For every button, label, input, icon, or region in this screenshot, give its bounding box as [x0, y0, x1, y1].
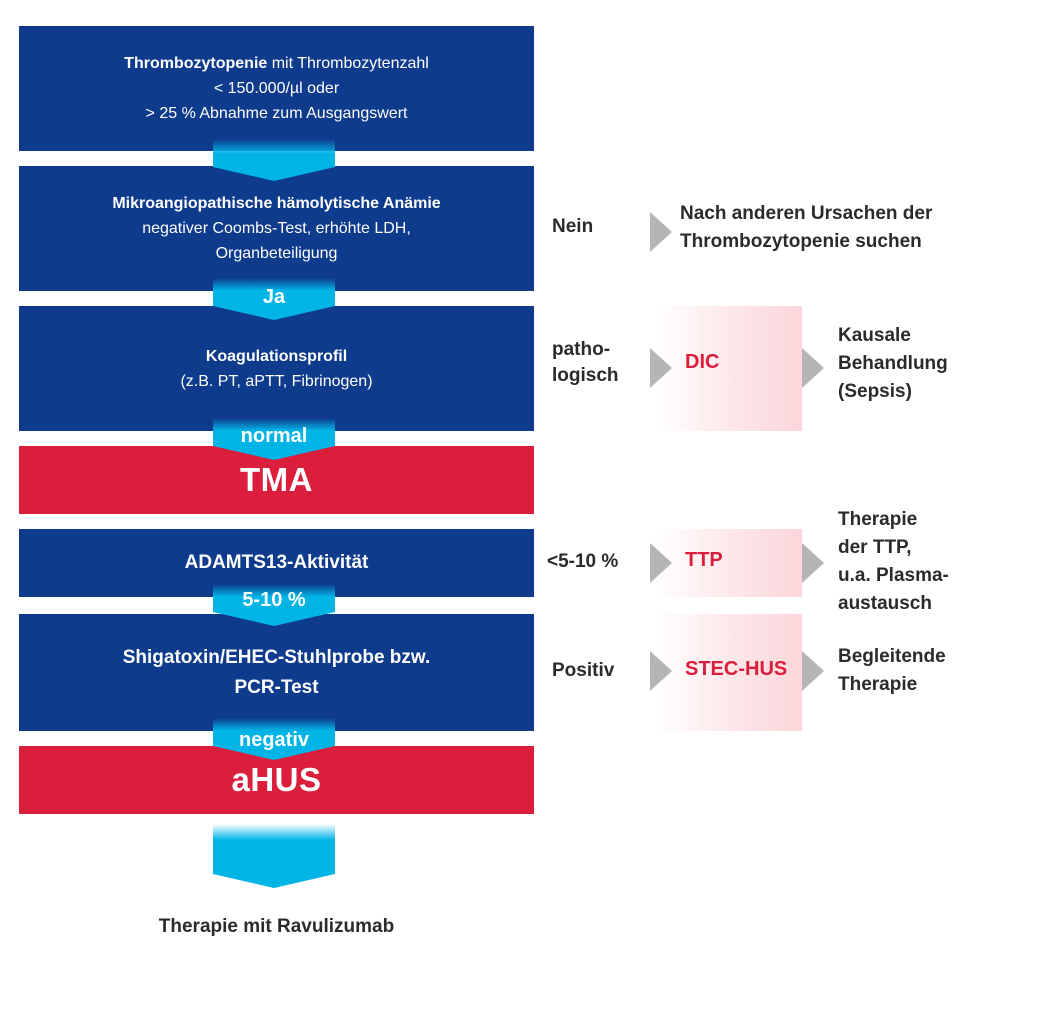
tma-title: TMA	[240, 461, 313, 498]
arrow-label-negativ: negativ	[238, 729, 310, 751]
down-arrow-final-shape	[213, 824, 335, 888]
down-arrow-1	[213, 139, 335, 181]
thrombocytopenia-line2: < 150.000/µl oder	[213, 80, 340, 97]
ahus-title: aHUS	[231, 761, 322, 798]
shigatoxin-box: Shigatoxin/EHEC-Stuhlprobe bzw. PCR-Test	[19, 614, 534, 731]
thrombocytopenia-line1: Thrombozytopenie mit Thrombozytenzahl	[124, 51, 429, 76]
down-arrow-ja: Ja	[213, 278, 335, 320]
coagulation-box: Koagulationsprofil (z.B. PT, aPTT, Fibri…	[19, 306, 534, 431]
down-arrow-1-shape	[213, 139, 335, 181]
outcome-ttp-line4: austausch	[838, 593, 932, 614]
down-arrow-pct: 5-10 %	[213, 584, 335, 626]
down-arrow-normal: normal	[213, 418, 335, 460]
outcome-ttp-line3: u.a. Plasma-	[838, 565, 949, 586]
branch-label-patho: patho- logisch	[552, 337, 619, 389]
outcome-dic-line1: Kausale	[838, 325, 911, 346]
shigatoxin-line1: Shigatoxin/EHEC-Stuhlprobe bzw.	[122, 646, 431, 668]
coagulation-line2: (z.B. PT, aPTT, Fibrinogen)	[180, 372, 373, 390]
branch-label-positiv: Positiv	[552, 660, 615, 681]
outcome-nein-line2: Thrombozytopenie suchen	[680, 231, 922, 252]
outcome-stec: Begleitende Therapie	[838, 643, 946, 699]
branch-arrow-patho	[650, 348, 672, 388]
stec-result-box	[655, 614, 802, 731]
outcome-ttp: Therapie der TTP, u.a. Plasma- austausch	[838, 506, 949, 618]
branch-label-patho-line1: patho-	[552, 339, 611, 360]
maha-title: Mikroangiopathische hämolytische Anämie	[112, 195, 441, 212]
result-arrow-ttp	[802, 543, 824, 583]
branch-label-ttp: <5-10 %	[547, 551, 619, 572]
thrombocytopenia-line3: > 25 % Abnahme zum Ausgangswert	[145, 105, 408, 122]
down-arrow-negativ: negativ	[213, 718, 335, 760]
stec-hus-label: STEC-HUS	[685, 658, 788, 680]
outcome-stec-line2: Therapie	[838, 674, 918, 695]
coagulation-title: Koagulationsprofil	[205, 347, 348, 365]
arrow-label-ja: Ja	[262, 286, 286, 308]
ttp-label: TTP	[685, 549, 723, 571]
final-therapy: Therapie mit Ravulizumab	[158, 916, 395, 937]
outcome-dic-line2: Behandlung	[838, 353, 948, 374]
branch-label-patho-line2: logisch	[552, 365, 619, 386]
thrombocytopenia-title-rest: mit Thrombozytenzahl	[267, 55, 429, 72]
branch-arrow-positiv	[650, 651, 672, 691]
down-arrow-final	[213, 824, 335, 888]
shigatoxin-line2: PCR-Test	[234, 676, 319, 698]
outcome-ttp-line2: der TTP,	[838, 537, 912, 558]
maha-box: Mikroangiopathische hämolytische Anämie …	[19, 166, 534, 291]
result-arrow-stec	[802, 651, 824, 691]
maha-line3: Organbeteiligung	[215, 245, 338, 262]
arrow-label-pct: 5-10 %	[242, 589, 306, 611]
dic-result-box	[655, 306, 802, 431]
dic-label: DIC	[685, 351, 720, 373]
outcome-ttp-line1: Therapie	[838, 509, 918, 530]
outcome-dic: Kausale Behandlung (Sepsis)	[838, 322, 948, 406]
adamts13-title: ADAMTS13-Aktivität	[184, 552, 369, 573]
branch-arrow-nein	[650, 212, 672, 252]
thrombocytopenia-box: Thrombozytopenie mit Thrombozytenzahl < …	[19, 26, 534, 151]
outcome-stec-line1: Begleitende	[838, 646, 946, 667]
branch-arrow-ttp	[650, 543, 672, 583]
outcome-nein: Nach anderen Ursachen der Thrombozytopen…	[680, 200, 932, 256]
arrow-label-normal: normal	[240, 425, 308, 447]
down-arrow-negativ-shape	[213, 718, 335, 760]
down-arrow-normal-shape	[213, 418, 335, 460]
outcome-nein-line1: Nach anderen Ursachen der	[680, 203, 933, 224]
branch-label-nein: Nein	[552, 216, 594, 237]
thrombocytopenia-title: Thrombozytopenie	[124, 55, 268, 72]
maha-line2: negativer Coombs-Test, erhöhte LDH,	[142, 220, 411, 237]
outcome-dic-line3: (Sepsis)	[838, 381, 912, 402]
ttp-result-box	[655, 529, 802, 597]
down-arrow-ja-shape	[213, 278, 335, 320]
down-arrow-pct-shape	[213, 584, 335, 626]
result-arrow-dic	[802, 348, 824, 388]
